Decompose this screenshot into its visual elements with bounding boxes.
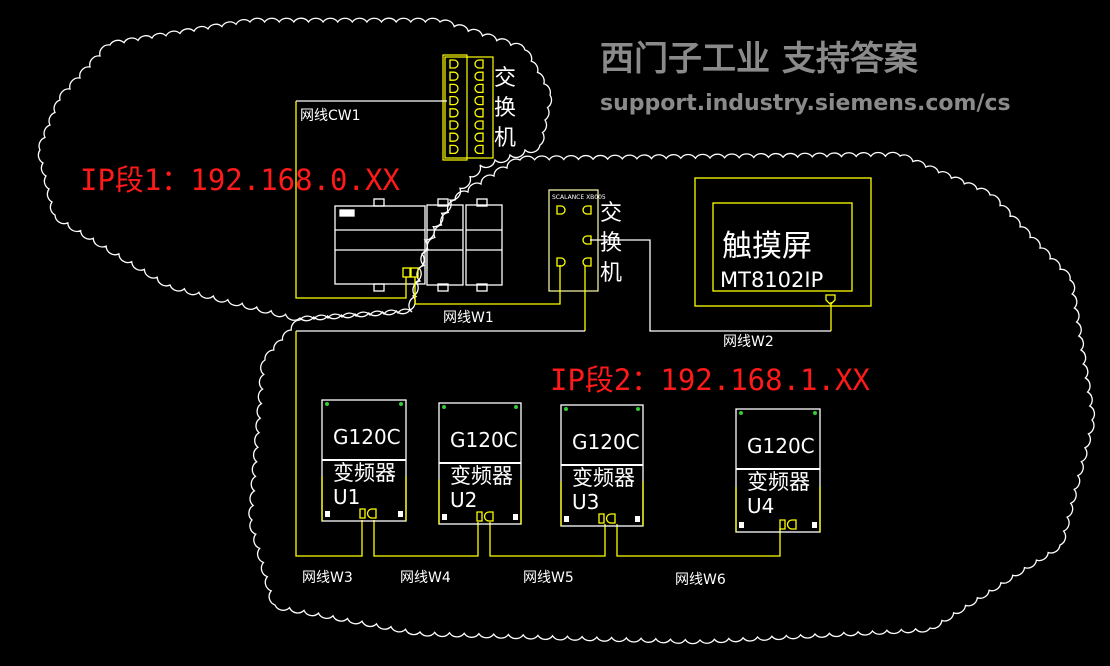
switch-2-model: SCALANCE XB005: [552, 194, 606, 201]
vfd-id: U2: [450, 488, 477, 512]
vfd-id: U3: [572, 490, 599, 514]
watermark-line-2: support.industry.siemens.com/cs: [600, 91, 1011, 116]
vfd-model: G120C: [572, 430, 640, 454]
switch-2[interactable]: SCALANCE XB005 交 换 机: [548, 189, 622, 292]
cables: [295, 100, 832, 557]
hmi-name: 触摸屏: [722, 229, 812, 264]
cable-w5-label: 网线W5: [523, 570, 574, 586]
vfd-type: 变频器: [747, 470, 810, 494]
ip-zone-1-cloud: [37, 17, 553, 322]
watermark: 西门子工业 支持答案 support.industry.siemens.com/…: [600, 39, 1011, 116]
svg-text:机: 机: [494, 126, 516, 151]
vfd-model: G120C: [747, 434, 815, 458]
ip-segment-1-label: IP段1：192.168.0.XX: [80, 163, 400, 197]
ip-zone-2-cloud: [248, 151, 1096, 645]
vfd-type: 变频器: [333, 461, 396, 485]
svg-text:换: 换: [494, 96, 516, 121]
cable-w6-label: 网线W6: [675, 572, 726, 588]
hmi-touch-panel[interactable]: 触摸屏 MT8102IP: [694, 177, 872, 307]
vfd-model: G120C: [333, 425, 401, 449]
vfd-type: 变频器: [572, 466, 635, 490]
ip-segment-2-label: IP段2：192.168.1.XX: [550, 363, 870, 397]
cable-w4-label: 网线W4: [400, 570, 451, 586]
plc[interactable]: [334, 198, 503, 292]
cable-w2-label: 网线W2: [723, 334, 774, 350]
vfd-type: 变频器: [450, 464, 513, 488]
vfd-model: G120C: [450, 428, 518, 452]
vfd-id: U4: [747, 494, 774, 518]
switch-1[interactable]: 交 换 机: [442, 54, 516, 161]
watermark-line-1: 西门子工业 支持答案: [600, 39, 919, 79]
vfd-id: U1: [333, 485, 360, 509]
switch-1-ports: [449, 59, 484, 155]
svg-text:交: 交: [494, 66, 516, 91]
cable-w3-label: 网线W3: [302, 570, 353, 586]
svg-text:交: 交: [600, 201, 622, 226]
svg-text:换: 换: [600, 231, 622, 256]
cable-cw1-label: 网线CW1: [300, 108, 361, 124]
hmi-model: MT8102IP: [720, 268, 823, 292]
svg-text:机: 机: [600, 261, 622, 286]
cable-w1-label: 网线W1: [443, 310, 494, 326]
